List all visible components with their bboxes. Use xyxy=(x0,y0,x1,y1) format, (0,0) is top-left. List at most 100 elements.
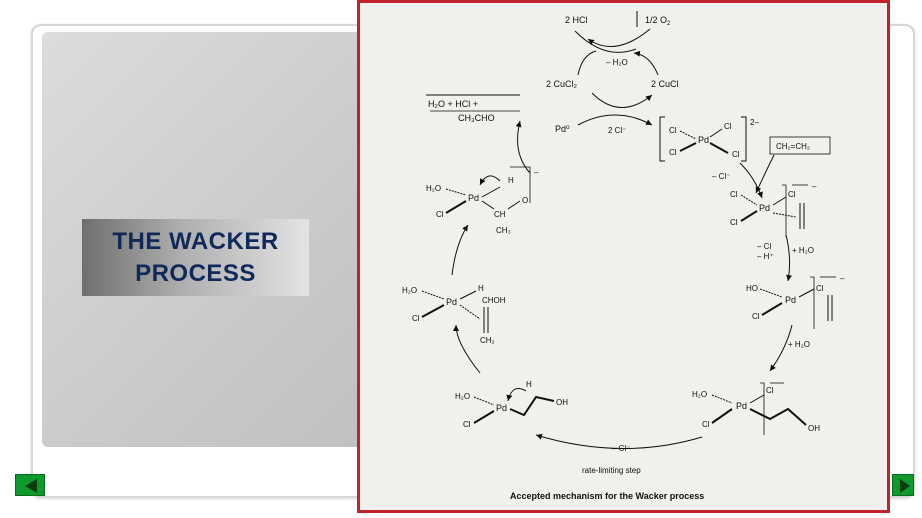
pdcl4-cl2: Cl xyxy=(669,148,677,157)
next-slide-button[interactable] xyxy=(892,474,914,496)
hy-bond2 xyxy=(445,200,467,214)
hy-charge: – xyxy=(534,168,539,177)
pdcl4-cl3: Cl xyxy=(724,122,732,131)
ethylene-arrow xyxy=(755,154,775,194)
pd0-label: Pd⁰ xyxy=(555,124,570,134)
bh-cl: Cl xyxy=(463,420,471,429)
step-minus-cl-h-1: – Cl xyxy=(757,242,771,251)
va-bond1 xyxy=(421,290,445,300)
rate-limiting-label: rate-limiting step xyxy=(582,466,641,475)
he-oh: OH xyxy=(808,424,820,433)
pdcl4-bond1 xyxy=(679,130,697,140)
cycle-arrow-5 xyxy=(451,224,469,276)
hy-h: H xyxy=(508,176,514,185)
cucl2-arrow xyxy=(577,50,597,76)
hy-pd: Pd xyxy=(468,193,479,203)
hydroxo-pd: Pd xyxy=(785,295,796,305)
va-cl: Cl xyxy=(412,314,420,323)
product-release-arrow xyxy=(515,120,531,174)
step-minus-cl: – Cl⁻ xyxy=(712,172,730,181)
pdcl4-cl1: Cl xyxy=(669,126,677,135)
va-bond4 xyxy=(459,304,481,320)
pi-bond2 xyxy=(740,210,758,222)
pi-cl3: Cl xyxy=(788,190,796,199)
va-pd: Pd xyxy=(446,297,457,307)
bh-pd: Pd xyxy=(496,403,507,413)
hydroxo-bracket xyxy=(810,276,815,329)
he-pd: Pd xyxy=(736,401,747,411)
hydroxo-bond1 xyxy=(759,288,783,298)
hydroxo-cl2: Cl xyxy=(816,284,824,293)
hy-ch3: CH₃ xyxy=(496,226,511,235)
top-arrow-o2 xyxy=(587,28,651,47)
hy-cl: Cl xyxy=(436,210,444,219)
figure-caption: Accepted mechanism for the Wacker proces… xyxy=(510,491,704,501)
ethylene-box xyxy=(769,136,831,155)
bh-bond2 xyxy=(473,410,495,424)
slide-title: THE WACKER PROCESS xyxy=(112,227,279,287)
cycle-arrow-1 xyxy=(739,162,763,199)
triangle-right-icon xyxy=(900,479,910,493)
step-minus-h: – H⁺ xyxy=(757,252,774,261)
hy-ch: CH xyxy=(494,210,506,219)
cycle-arrow-4 xyxy=(453,324,481,374)
hy-o: O xyxy=(522,196,528,205)
pi-pd: Pd xyxy=(759,203,770,213)
hy-bond4 xyxy=(481,200,495,210)
he-bond3 xyxy=(749,394,765,404)
cycle-arrow-3 xyxy=(769,324,793,372)
pi-bracket xyxy=(782,184,787,237)
mechanism-diagram: 2 HCl 1/2 O2 – H₂O 2 CuCl₂ 2 CuCl Pd⁰ 2 … xyxy=(402,11,845,501)
bh-oh: OH xyxy=(556,398,568,407)
va-bond2 xyxy=(421,304,445,318)
va-chohlabel: CHOH xyxy=(482,296,506,305)
hy-bracket xyxy=(510,166,531,203)
minus-h2o-label: – H₂O xyxy=(606,58,628,67)
he-bracket xyxy=(760,382,765,435)
hy-bond1 xyxy=(445,188,467,196)
hy-h2o: H₂O xyxy=(426,184,441,193)
ethylene-label: CH₂=CH₂ xyxy=(776,142,810,151)
he-bond1 xyxy=(711,394,733,404)
bh-chain xyxy=(509,395,555,417)
pdcl4-bond2 xyxy=(679,142,697,152)
hydroxo-ho: HO xyxy=(746,284,758,293)
hy-bond5 xyxy=(507,200,521,210)
pdcl4-charge: 2– xyxy=(750,118,759,127)
pdcl4-bracket-left xyxy=(659,116,665,162)
step-minus-cl-bottom: – Cl⁻ xyxy=(612,444,630,453)
cucl2-label: 2 CuCl₂ xyxy=(546,79,578,89)
bh-hydride-arrow xyxy=(506,388,527,402)
pi-bond4 xyxy=(772,212,797,218)
hy-elim-arrow xyxy=(479,175,501,186)
hydroxo-cl1: Cl xyxy=(752,312,760,321)
two-cl-label: 2 Cl⁻ xyxy=(608,126,626,135)
pi-bond3 xyxy=(772,196,787,206)
step-plus-h2o-2: + H₂O xyxy=(788,340,810,349)
bh-bond1 xyxy=(473,396,495,406)
pdcl4-bond3 xyxy=(709,128,723,138)
bh-h2o: H₂O xyxy=(455,392,470,401)
pd-oxidation-arrow xyxy=(577,114,653,126)
he-bond2 xyxy=(711,408,733,424)
o2-label: 1/2 O2 xyxy=(645,15,671,27)
cycle-arrow-2 xyxy=(785,234,793,282)
hydroxo-bond3 xyxy=(798,288,815,298)
he-h2o: H₂O xyxy=(692,390,707,399)
pdcl4-cl4: Cl xyxy=(732,150,740,159)
hydroxo-bond2 xyxy=(761,302,783,316)
top-arrow-hcl xyxy=(574,30,637,53)
triangle-left-icon xyxy=(25,479,37,493)
previous-slide-button[interactable] xyxy=(15,474,45,496)
rate-limiting-arrow xyxy=(535,433,703,449)
va-h: H xyxy=(478,284,484,293)
pi-cl1: Cl xyxy=(730,190,738,199)
he-chain xyxy=(749,407,807,426)
cucl-arrow xyxy=(633,50,659,76)
hcl-label: 2 HCl xyxy=(565,15,588,25)
title-box: THE WACKER PROCESS xyxy=(82,219,309,296)
cu-reduction-arrow xyxy=(591,92,653,108)
he-cl1: Cl xyxy=(702,420,710,429)
bh-h: H xyxy=(526,380,532,389)
hydroxo-charge: – xyxy=(840,274,845,283)
